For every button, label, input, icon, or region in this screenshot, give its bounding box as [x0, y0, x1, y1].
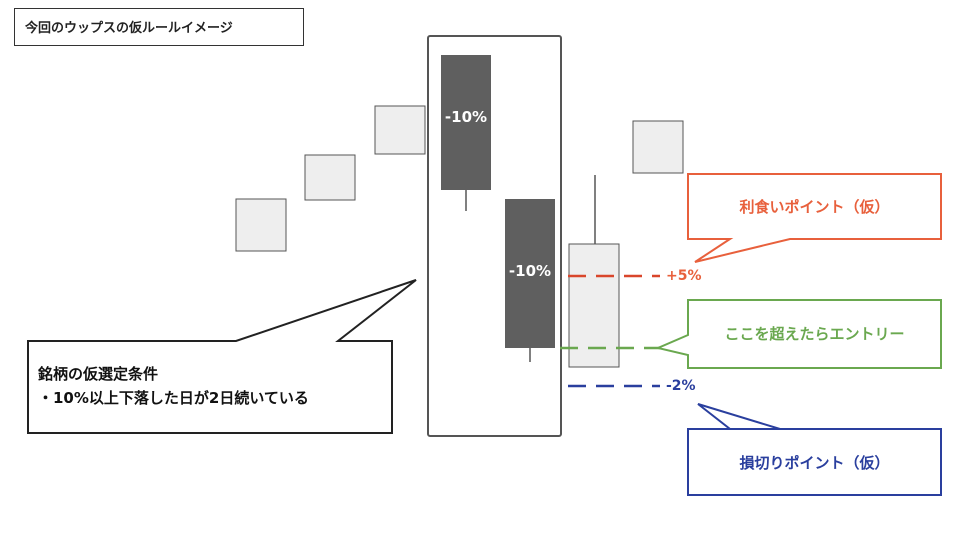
page-title: 今回のウップスの仮ルールイメージ — [14, 8, 304, 46]
entry-callout — [654, 299, 942, 369]
stop-loss-level-label: -2% — [666, 378, 696, 394]
candle-rising-2 — [304, 154, 356, 201]
candle-reversal — [568, 243, 620, 368]
highlight-frame — [427, 35, 562, 437]
take-profit-callout-text: 利食いポイント（仮） — [739, 198, 890, 216]
candle-drop-2 — [505, 199, 555, 348]
stop-loss-callout — [687, 403, 942, 496]
entry-callout-text: ここを超えたらエントリー — [724, 325, 905, 343]
candle-rising-3 — [374, 105, 426, 155]
condition-callout — [27, 279, 417, 434]
candle-drop-2-label: -10% — [508, 262, 552, 280]
candle-drop-1 — [441, 55, 491, 190]
condition-heading: 銘柄の仮選定条件 — [38, 365, 159, 383]
candle-after — [632, 120, 684, 174]
candle-drop-1-label: -10% — [444, 108, 488, 126]
condition-rule: ・10%以上下落した日が2日続いている — [38, 389, 309, 407]
candle-rising-1 — [235, 198, 287, 252]
stop-loss-callout-text: 損切りポイント（仮） — [739, 454, 890, 472]
take-profit-callout — [687, 173, 942, 263]
take-profit-level-label: +5% — [666, 268, 702, 284]
condition-text: 銘柄の仮選定条件 ・10%以上下落した日が2日続いている — [38, 362, 388, 410]
